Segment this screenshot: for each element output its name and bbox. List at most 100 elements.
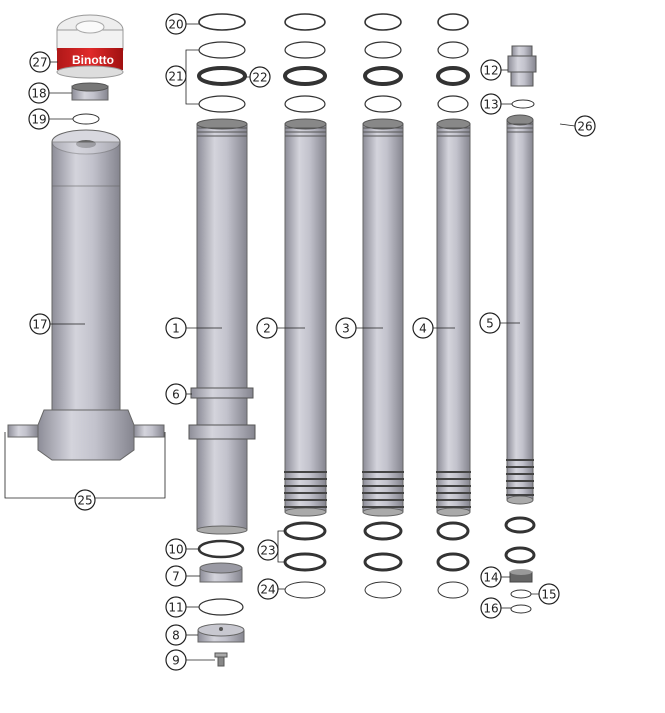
tube-part-2	[284, 118, 327, 517]
seal-ring	[198, 598, 244, 616]
seal-ring	[283, 66, 327, 86]
seal-ring	[364, 95, 402, 113]
seal-ring	[437, 41, 469, 59]
cylinder-housing-part-17	[7, 129, 165, 461]
fitting-part-12	[507, 45, 537, 87]
callout-26: 26	[574, 115, 596, 137]
seal-ring	[197, 539, 245, 559]
callout-16: 16	[480, 597, 511, 619]
seal-ring	[437, 13, 469, 31]
seal-ring	[284, 581, 326, 599]
callout-circle	[257, 578, 279, 600]
callout-9: 9	[165, 649, 215, 671]
callout-number: 8	[172, 629, 180, 643]
seal-ring	[364, 13, 402, 31]
nut-part-18	[71, 82, 109, 101]
seal-ring	[363, 66, 403, 86]
callout-circle	[165, 383, 187, 405]
callout-number: 13	[483, 98, 498, 112]
seal-ring	[198, 13, 246, 31]
callout-15: 15	[531, 583, 560, 605]
callout-number: 22	[252, 71, 267, 85]
callout-24: 24	[257, 578, 285, 600]
callout-circle	[74, 489, 96, 511]
callout-circle	[165, 624, 187, 646]
callout-circle	[480, 597, 502, 619]
callout-7: 7	[165, 565, 200, 587]
callout-3: 3	[335, 317, 383, 339]
callout-circle	[480, 93, 502, 115]
callout-number: 25	[77, 494, 92, 508]
callout-number: 21	[168, 70, 183, 84]
callout-circle	[335, 317, 357, 339]
callout-4: 4	[412, 317, 455, 339]
seal-ring	[504, 516, 536, 534]
callout-20: 20	[165, 13, 199, 35]
callout-circle	[165, 596, 187, 618]
seal-ring	[437, 95, 469, 113]
callout-circle	[28, 108, 50, 130]
seal-ring	[504, 546, 536, 564]
callout-circle	[479, 312, 501, 334]
callout-13: 13	[480, 93, 512, 115]
piston-part-7	[199, 562, 243, 583]
seal-ring	[363, 521, 403, 541]
cap-part-27: Binotto	[56, 14, 124, 79]
callout-circle	[165, 317, 187, 339]
seal-ring	[283, 521, 327, 541]
callout-12: 12	[480, 59, 508, 81]
callout-number: 18	[31, 87, 46, 101]
callout-circle	[249, 66, 271, 88]
seal-ring	[436, 521, 470, 541]
callout-number: 7	[172, 570, 180, 584]
callout-number: 1	[172, 322, 180, 336]
callout-circle	[165, 538, 187, 560]
oring-part-15	[510, 589, 532, 599]
tube-part-5	[506, 114, 534, 505]
callout-14: 14	[480, 566, 510, 588]
callout-22: 22	[246, 66, 271, 88]
callout-circle	[480, 566, 502, 588]
callout-10: 10	[165, 538, 199, 560]
plug-part-14	[509, 569, 533, 583]
seal-ring	[363, 552, 403, 572]
callout-circle	[256, 317, 278, 339]
callout-number: 11	[168, 601, 183, 615]
seal-ring	[197, 66, 247, 86]
callout-number: 20	[168, 18, 183, 32]
seal-ring	[198, 41, 246, 59]
callout-5: 5	[479, 312, 520, 334]
callout-circle	[29, 51, 51, 73]
callout-number: 27	[32, 56, 47, 70]
seal-ring	[284, 41, 326, 59]
callout-11: 11	[165, 596, 199, 618]
callout-circle	[257, 539, 279, 561]
callout-19: 19	[28, 108, 73, 130]
seal-ring	[364, 41, 402, 59]
brand-label: Binotto	[72, 53, 114, 67]
seal-ring	[198, 95, 246, 113]
tube-part-1	[188, 118, 256, 535]
callout-number: 3	[342, 322, 350, 336]
callout-23: 23	[257, 539, 279, 561]
callout-circle	[165, 649, 187, 671]
callout-25: 25	[74, 489, 96, 511]
callout-number: 10	[168, 543, 183, 557]
callout-number: 16	[483, 602, 498, 616]
seal-ring	[284, 95, 326, 113]
callout-27: 27	[29, 51, 58, 73]
callout-circle	[412, 317, 434, 339]
callout-number: 14	[483, 571, 498, 585]
callout-number: 6	[172, 388, 180, 402]
callout-circle	[29, 313, 51, 335]
callout-number: 12	[483, 64, 498, 78]
callout-number: 4	[419, 322, 427, 336]
tube-part-3	[362, 118, 404, 517]
callout-number: 15	[541, 588, 556, 602]
callout-number: 5	[486, 317, 494, 331]
callout-2: 2	[256, 317, 305, 339]
callout-circle	[165, 65, 187, 87]
callout-number: 19	[31, 113, 46, 127]
